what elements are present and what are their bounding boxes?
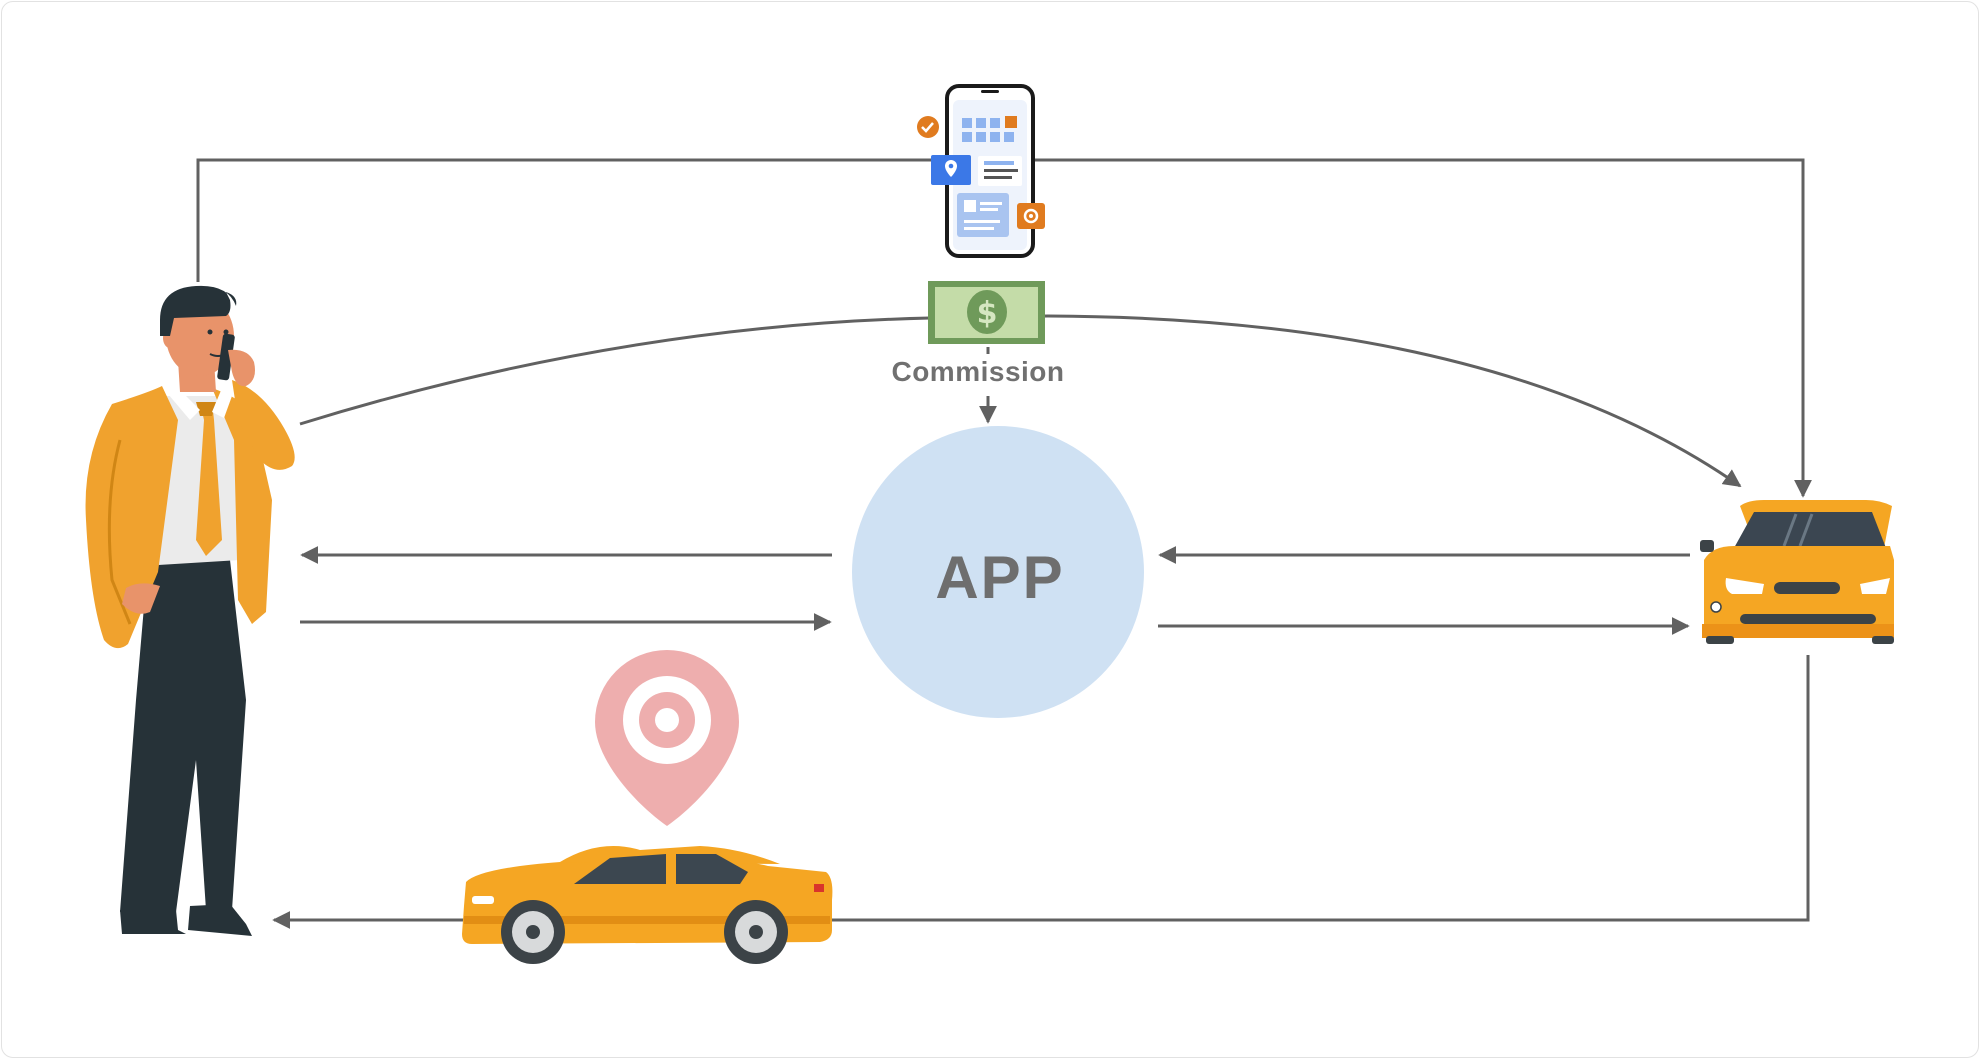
location-pin-icon xyxy=(595,650,739,826)
svg-text:$: $ xyxy=(977,296,998,331)
money-bill-icon: $ xyxy=(928,281,1045,344)
curve-passenger-to-driver xyxy=(299,314,1742,488)
app-circle xyxy=(852,426,1144,718)
smartphone-app-icon xyxy=(917,84,1045,258)
taxi-side-icon xyxy=(462,846,833,964)
passenger-icon xyxy=(85,285,295,936)
app-label: APP xyxy=(935,544,1064,611)
taxi-front-icon xyxy=(1700,500,1894,644)
commission-label: Commission xyxy=(891,356,1064,387)
